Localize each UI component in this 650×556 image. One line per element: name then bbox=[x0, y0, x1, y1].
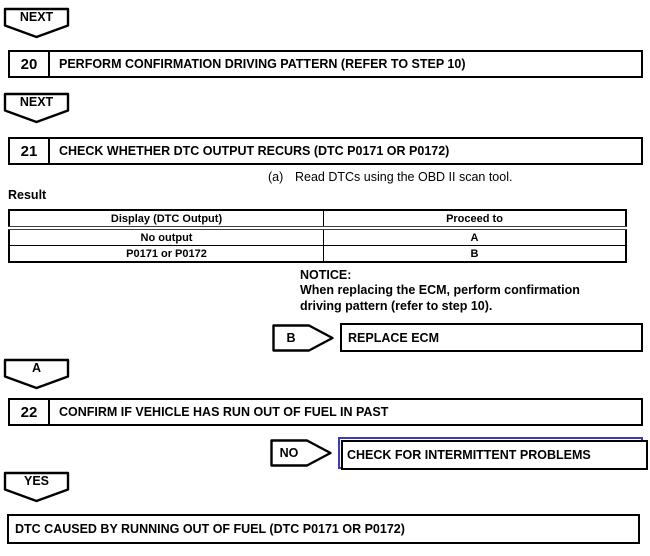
notice-block: NOTICE: When replacing the ECM, perform … bbox=[300, 268, 580, 314]
next-connector-1-label: NEXT bbox=[19, 10, 54, 24]
step-20-title: PERFORM CONFIRMATION DRIVING PATTERN (RE… bbox=[59, 57, 466, 71]
result-cell-proceed: A bbox=[323, 227, 627, 246]
step-21-number: 21 bbox=[10, 139, 50, 163]
yes-connector-label: YES bbox=[23, 474, 49, 488]
result-table-header-proceed: Proceed to bbox=[323, 209, 627, 230]
step-20-box: 20 PERFORM CONFIRMATION DRIVING PATTERN … bbox=[8, 50, 643, 78]
result-cell-display: P0171 or P0172 bbox=[8, 245, 324, 263]
yes-connector: YES bbox=[3, 471, 70, 503]
arrow-right-icon bbox=[270, 439, 332, 467]
pennant-down-icon bbox=[3, 471, 70, 503]
step-20-number: 20 bbox=[10, 52, 50, 76]
step-21-title: CHECK WHETHER DTC OUTPUT RECURS (DTC P01… bbox=[59, 144, 450, 158]
notice-line-2: driving pattern (refer to step 10). bbox=[300, 298, 493, 313]
final-result-box: DTC CAUSED BY RUNNING OUT OF FUEL (DTC P… bbox=[7, 514, 640, 544]
replace-ecm-box: REPLACE ECM bbox=[340, 323, 643, 352]
next-connector-2-label: NEXT bbox=[19, 95, 54, 109]
next-connector-1: NEXT bbox=[3, 7, 70, 39]
table-row: No output A bbox=[8, 227, 627, 246]
a-connector: A bbox=[3, 358, 70, 390]
step-22-number: 22 bbox=[10, 400, 50, 424]
step-21-box: 21 CHECK WHETHER DTC OUTPUT RECURS (DTC … bbox=[8, 137, 643, 165]
branch-no-label: NO bbox=[279, 446, 299, 460]
notice-line-1: When replacing the ECM, perform confirma… bbox=[300, 283, 580, 298]
instruction-marker: (a) bbox=[268, 170, 284, 184]
branch-no-connector: NO bbox=[270, 439, 333, 467]
check-intermittent-link-highlight[interactable]: CHECK FOR INTERMITTENT PROBLEMS bbox=[338, 437, 648, 470]
step-22-title: CONFIRM IF VEHICLE HAS RUN OUT OF FUEL I… bbox=[59, 405, 389, 419]
a-connector-label: A bbox=[31, 361, 42, 375]
pennant-down-icon bbox=[3, 358, 70, 390]
result-cell-display: No output bbox=[8, 227, 324, 246]
pennant-down-icon bbox=[3, 7, 70, 39]
next-connector-2: NEXT bbox=[3, 92, 70, 124]
pennant-down-icon bbox=[3, 92, 70, 124]
branch-b-connector: B bbox=[272, 324, 335, 352]
result-table: Display (DTC Output) Proceed to No outpu… bbox=[8, 209, 627, 263]
step-22-box: 22 CONFIRM IF VEHICLE HAS RUN OUT OF FUE… bbox=[8, 398, 643, 426]
table-row: P0171 or P0172 B bbox=[8, 245, 627, 263]
instruction-line: (a) Read DTCs using the OBD II scan tool… bbox=[268, 170, 512, 184]
notice-label: NOTICE: bbox=[300, 268, 352, 282]
instruction-text: Read DTCs using the OBD II scan tool. bbox=[295, 170, 513, 184]
result-label: Result bbox=[8, 188, 47, 202]
branch-b-label: B bbox=[286, 331, 296, 345]
result-table-header-display: Display (DTC Output) bbox=[8, 209, 324, 230]
result-cell-proceed: B bbox=[323, 245, 627, 263]
check-intermittent-box[interactable]: CHECK FOR INTERMITTENT PROBLEMS bbox=[341, 440, 648, 470]
arrow-right-icon bbox=[272, 324, 334, 352]
result-table-header-row: Display (DTC Output) Proceed to bbox=[8, 209, 627, 230]
